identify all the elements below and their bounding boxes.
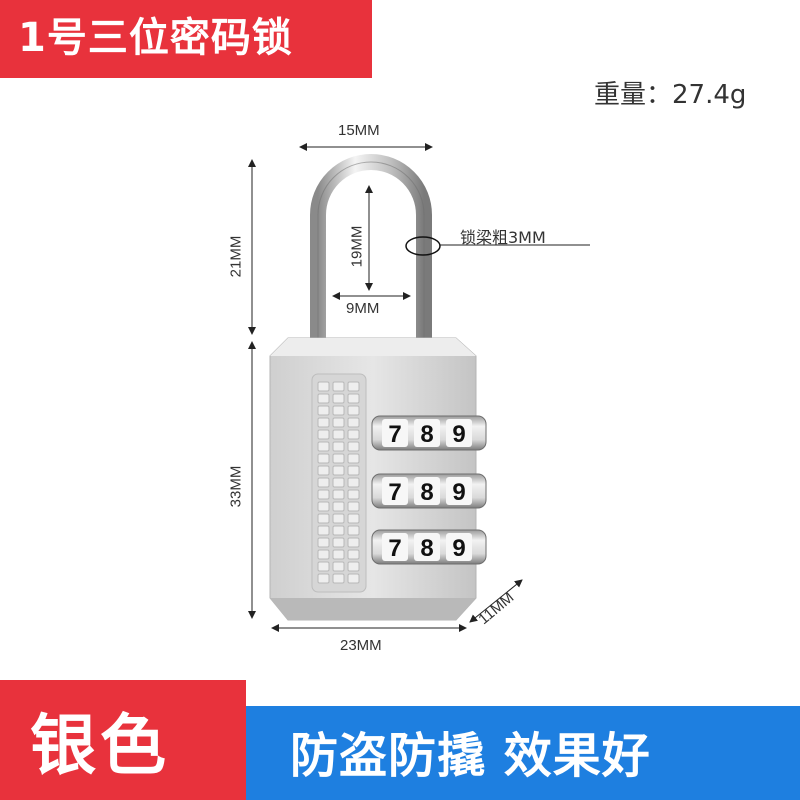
product-title: 1号三位密码锁 (18, 15, 293, 61)
digit-face (382, 477, 408, 505)
grid-cell (317, 561, 330, 572)
grid-cell (332, 465, 345, 476)
grid-cell (317, 465, 330, 476)
grid-cell (332, 477, 345, 488)
digit-face (414, 477, 440, 505)
dim-shackle-inner-height: 19MM (348, 225, 366, 268)
grid-cell (317, 489, 330, 500)
grid-cell (347, 429, 360, 440)
grid-cell (332, 441, 345, 452)
grid-cell (317, 549, 330, 560)
grid-cell (317, 573, 330, 584)
dial-digit: 9 (452, 479, 465, 506)
dial-digit: 7 (388, 535, 401, 562)
grid-cell (317, 381, 330, 392)
grid-cell (347, 573, 360, 584)
grid-cell (347, 525, 360, 536)
grid-cell (347, 561, 360, 572)
grid-cell (317, 453, 330, 464)
grid-cell (347, 501, 360, 512)
grid-cell (317, 429, 330, 440)
digit-face (414, 533, 440, 561)
dial-digit: 7 (388, 421, 401, 448)
dial-digit: 9 (452, 535, 465, 562)
grid-cell (332, 561, 345, 572)
dim-shackle-inner-width: 9MM (346, 300, 380, 317)
dial-digit: 8 (420, 479, 433, 506)
grid-cell (347, 465, 360, 476)
dim-line-body-depth (469, 579, 523, 623)
digit-face (446, 477, 472, 505)
grid-cell (347, 393, 360, 404)
digit-face (382, 419, 408, 447)
dial-digit: 8 (420, 421, 433, 448)
grid-cell (332, 525, 345, 536)
dial-digit: 8 (420, 535, 433, 562)
grid-cell (317, 477, 330, 488)
grid-cell (332, 501, 345, 512)
color-name: 银色 (30, 707, 170, 784)
digit-face (446, 533, 472, 561)
grid-cell (347, 489, 360, 500)
grid-cell (332, 489, 345, 500)
dim-shackle-height: 21MM (227, 235, 245, 278)
grid-cell (317, 501, 330, 512)
digit-face (446, 419, 472, 447)
color-banner (0, 680, 246, 800)
grid-cell (347, 417, 360, 428)
shackle-thickness-label: 锁梁粗3MM (460, 228, 546, 247)
grid-cell (347, 405, 360, 416)
grid-cell (332, 405, 345, 416)
grid-cell (317, 393, 330, 404)
grid-cell (317, 441, 330, 452)
grid-cell (332, 537, 345, 548)
digit-face (414, 419, 440, 447)
dim-body-height: 33MM (227, 465, 245, 508)
grid-cell (332, 573, 345, 584)
grid-cell (347, 441, 360, 452)
grid-cell (347, 549, 360, 560)
grid-cell (317, 537, 330, 548)
grid-cell (317, 405, 330, 416)
grid-cell (347, 381, 360, 392)
title-banner (0, 0, 372, 78)
shackle-thickness-ring (405, 236, 441, 256)
grid-cell (347, 537, 360, 548)
grid-cell (332, 381, 345, 392)
digit-face (382, 533, 408, 561)
dial-digit: 7 (388, 479, 401, 506)
grid-cell (332, 393, 345, 404)
grid-cell (347, 477, 360, 488)
shackle (310, 154, 432, 345)
dial-digit: 9 (452, 421, 465, 448)
dim-shackle-width: 15MM (338, 122, 380, 139)
grid-cell (332, 513, 345, 524)
grid-cell (332, 429, 345, 440)
dim-body-width: 23MM (340, 637, 382, 654)
slogan-banner (246, 706, 800, 800)
grid-cell (317, 525, 330, 536)
grid-cell (332, 453, 345, 464)
grid-cell (347, 513, 360, 524)
grid-cell (317, 417, 330, 428)
grid-cell (332, 549, 345, 560)
grid-cell (317, 513, 330, 524)
grid-cell (347, 453, 360, 464)
weight-label: 重量：27.4g (594, 80, 747, 110)
slogan-text: 防盗防撬 效果好 (290, 728, 651, 784)
grid-cell (332, 417, 345, 428)
